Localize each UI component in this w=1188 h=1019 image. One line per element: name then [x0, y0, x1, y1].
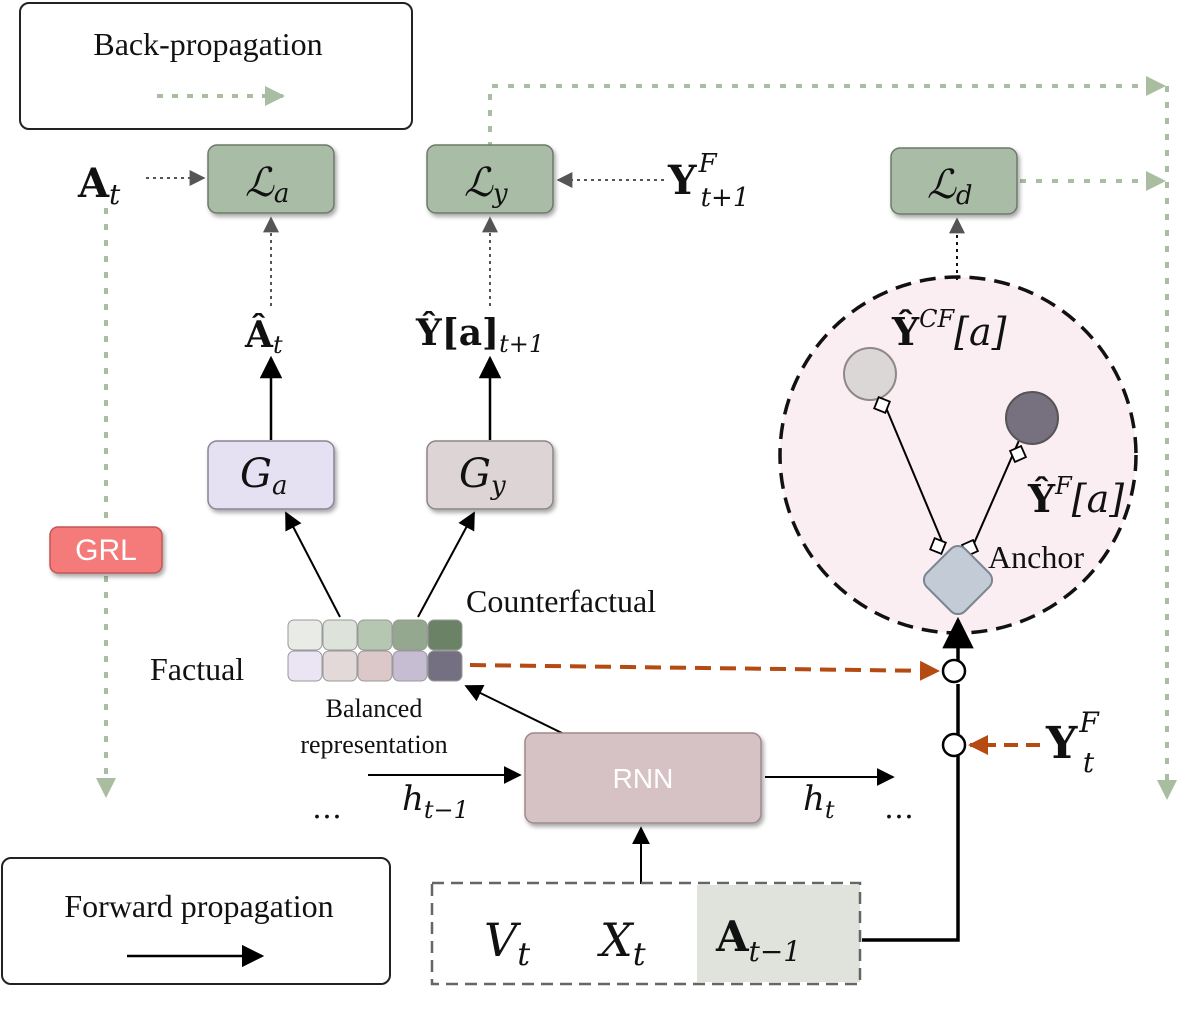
merge-node-bottom	[941, 732, 967, 758]
arrow-rep-to-ga	[285, 511, 341, 618]
rep-cell	[287, 650, 323, 682]
anchor-node	[922, 544, 994, 616]
legend-forward: Forward propagation	[1, 857, 391, 985]
grl-label: GRL	[75, 534, 137, 567]
rnn-box	[524, 732, 762, 824]
input-v: Vt	[484, 913, 530, 973]
rnn-dots-right: …	[884, 791, 914, 826]
merge-node-top	[941, 658, 967, 684]
loss-ld-box	[890, 147, 1018, 215]
rnn-rect	[524, 732, 762, 824]
legend-backprop: Back-propagation	[19, 2, 413, 130]
legend-forward-label: Forward propagation	[64, 888, 333, 924]
rep-cell	[392, 650, 428, 682]
head-ga-label: Ga	[240, 451, 287, 501]
representation-row-bottom	[287, 650, 463, 682]
rep-factual-label: Factual	[150, 651, 244, 687]
target-a-t: At	[77, 160, 121, 211]
loss-la-rect	[207, 144, 335, 214]
rep-cell	[357, 650, 393, 682]
pred-a-hat: Ât	[244, 314, 283, 359]
loss-ld-label: ℒd	[927, 162, 972, 211]
grl-box	[49, 526, 163, 574]
legend-backprop-box	[19, 2, 413, 130]
arrow-factual-to-node	[469, 660, 940, 681]
loss-la-label: ℒa	[245, 160, 289, 209]
node-cf	[843, 347, 897, 401]
arrow-rnn-to-rep	[464, 685, 567, 736]
representation-grid	[287, 619, 463, 682]
rep-cell	[427, 650, 463, 682]
backprop-paths	[96, 76, 1177, 800]
link-port	[929, 537, 947, 555]
rep-cell	[427, 619, 463, 651]
loss-la-box	[207, 144, 335, 214]
rep-counterfactual-label: Counterfactual	[466, 583, 656, 619]
rep-cell	[322, 619, 358, 651]
rep-cell	[357, 619, 393, 651]
head-gy-label: Gy	[459, 451, 506, 501]
input-x: Xt	[597, 913, 646, 973]
node-f	[1005, 391, 1059, 445]
rep-cell	[322, 650, 358, 682]
loss-ly-rect	[426, 144, 554, 214]
legend-backprop-label: Back-propagation	[93, 26, 322, 62]
loss-ly-label: ℒy	[464, 160, 508, 209]
rnn-label: RNN	[613, 763, 674, 794]
link-port	[1008, 444, 1028, 464]
head-ga-rect	[207, 440, 335, 510]
pred-y-cf: ŶCF[a]	[891, 305, 1007, 354]
input-a-prev: At−1	[715, 912, 801, 968]
head-gy-box	[426, 440, 554, 510]
rep-cell	[392, 619, 428, 651]
rep-cell	[287, 619, 323, 651]
rep-balanced-label-1: Balanced	[326, 694, 423, 723]
rep-balanced-label-2: representation	[300, 730, 447, 759]
head-ga-box	[207, 440, 335, 510]
rnn-dots-left: …	[312, 791, 342, 826]
anchor-label: Anchor	[988, 539, 1084, 575]
loss-ly-box	[426, 144, 554, 214]
inputs-box	[430, 881, 862, 986]
pred-y-hat: Ŷ[a]t+1	[415, 312, 544, 358]
legend-forward-box	[1, 857, 391, 985]
arrow-rep-to-gy	[417, 511, 475, 618]
rnn-h-next: ht	[803, 779, 835, 824]
head-gy-rect	[426, 440, 554, 510]
rnn-h-prev: ht−1	[402, 779, 469, 824]
grl-rect	[49, 526, 163, 574]
path-aprev-to-anchor	[862, 756, 960, 942]
inputs-a-prev-bg	[697, 885, 860, 982]
representation-row-top	[287, 619, 463, 651]
backprop-path-top	[488, 76, 1166, 148]
pred-y-f: ŶF[a]	[1027, 472, 1124, 521]
link-port	[873, 396, 891, 414]
loss-ld-rect	[890, 147, 1018, 215]
